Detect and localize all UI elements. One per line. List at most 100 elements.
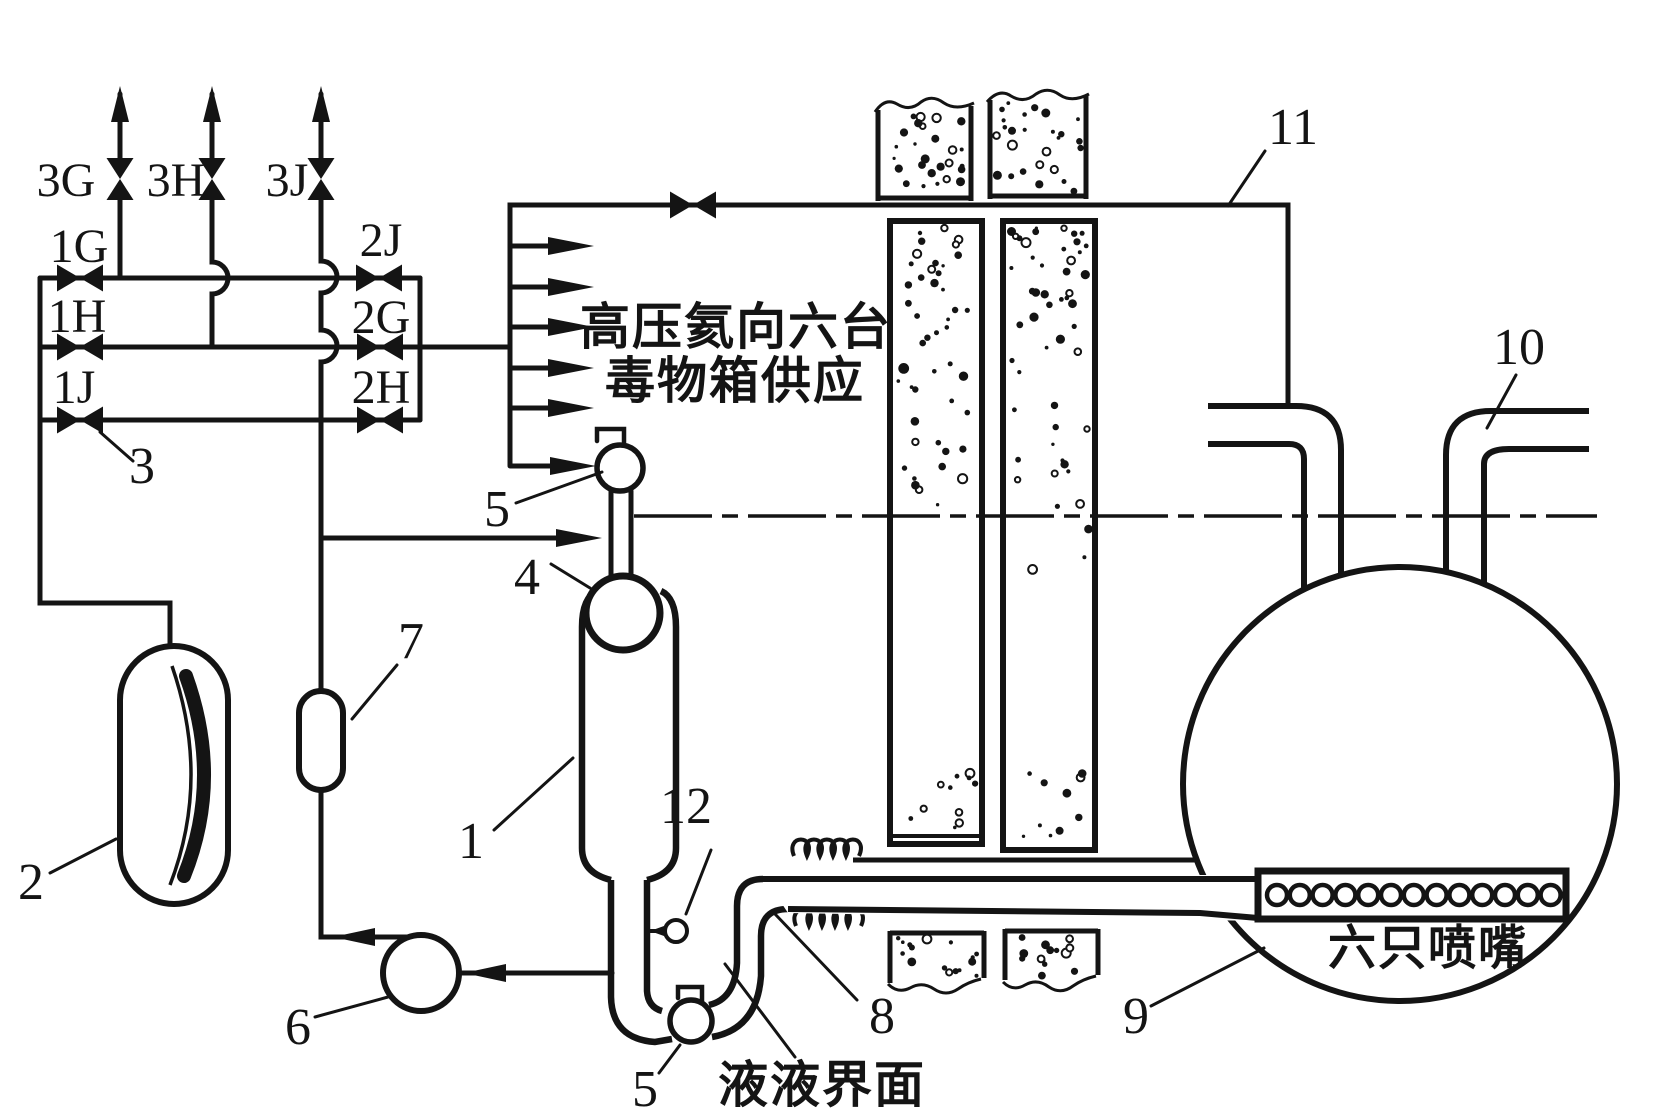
stipple-dot <box>1020 237 1032 249</box>
stipple-dot <box>905 299 912 307</box>
stipple-dot <box>919 804 928 813</box>
nozzle-hole <box>1287 882 1313 908</box>
stipple-dot <box>941 965 948 971</box>
stipple-dot <box>921 184 926 189</box>
stipple-dot <box>913 142 917 146</box>
stipple-dot <box>1058 131 1065 138</box>
stipple-dot <box>932 259 939 267</box>
stipple-dot <box>1001 118 1006 123</box>
stipple-dot <box>1080 270 1090 280</box>
stipple-dot <box>899 363 909 373</box>
stipple-dot <box>992 131 1001 140</box>
stipple-dot <box>970 955 975 960</box>
stipple-dot <box>900 951 905 956</box>
stipple-dot <box>908 816 914 821</box>
stipple-dot <box>1050 469 1059 478</box>
stipple-dot <box>1048 833 1053 838</box>
part-number-3: 3 <box>129 438 155 495</box>
stipple-dot <box>931 134 940 143</box>
stipple-dot <box>936 780 945 789</box>
stipple-dot <box>1062 267 1071 276</box>
stipple-dot <box>910 113 917 120</box>
stipple-dot <box>951 240 961 249</box>
stipple-dot <box>942 175 951 184</box>
part-number-7: 7 <box>398 613 424 670</box>
nozzle-hole <box>1355 882 1381 908</box>
stipple-dot <box>974 973 979 978</box>
stipple-dot <box>1030 255 1035 260</box>
stipple-dot <box>992 170 1002 180</box>
nozzle-hole <box>1333 882 1358 908</box>
flow-arrowhead <box>464 964 506 982</box>
stipple-dot <box>1029 312 1039 322</box>
stipple-dot <box>945 968 954 977</box>
stipple-dot <box>1079 230 1085 236</box>
stipple-dot <box>1083 243 1089 249</box>
stipple-dot <box>954 808 964 817</box>
stipple-dot <box>1076 117 1080 122</box>
stipple-dot <box>1037 823 1042 828</box>
stipple-dot <box>949 398 955 404</box>
stipple-dot <box>957 968 962 973</box>
stipple-dot <box>954 818 964 828</box>
stipple-dot <box>938 462 946 471</box>
valve-bowtie <box>356 264 379 292</box>
stipple-dot <box>959 163 965 169</box>
part-number-9: 9 <box>1123 988 1149 1045</box>
flow-arrows <box>111 86 664 982</box>
stipple-dot <box>948 940 954 945</box>
stipple-dot <box>1071 230 1078 237</box>
flowmeter-5-bottom <box>667 997 715 1045</box>
stipple-dot <box>957 473 969 485</box>
stipple-dot <box>941 264 945 268</box>
stipple-dot <box>927 169 936 178</box>
stipple-dot <box>909 385 914 389</box>
flow-arrowhead <box>111 86 129 122</box>
valve-label-3j: 3J <box>266 154 309 207</box>
pump-6 <box>380 932 462 1014</box>
stipple-dot <box>935 181 940 186</box>
stipple-dot <box>1075 499 1085 509</box>
stipple-dot <box>1061 179 1067 184</box>
stipple-dot <box>912 386 919 393</box>
valve-bowtie <box>357 333 380 361</box>
valve-label-3g: 3G <box>37 154 96 207</box>
stipple-dot <box>914 313 920 319</box>
stipple-dot <box>941 287 945 292</box>
stipple-dot <box>1052 423 1059 431</box>
stipple-dot <box>1041 940 1050 950</box>
vessels <box>117 442 789 1046</box>
stipple-dot <box>917 274 925 281</box>
loop-down-to-pump <box>318 787 412 940</box>
stipple-dot <box>918 237 926 245</box>
nozzle-hole <box>1492 882 1518 908</box>
stipple-dot <box>1008 173 1015 180</box>
nozzle-hole <box>1447 882 1472 908</box>
stipple-texture <box>892 101 1093 980</box>
stipple-dot <box>940 223 949 233</box>
stipple-dot <box>934 330 939 336</box>
stipple-dot <box>956 177 965 187</box>
stipple-dot <box>1070 187 1078 195</box>
stipple-dot <box>1054 503 1060 509</box>
stipple-dot <box>924 334 931 341</box>
stipple-dot <box>1066 469 1071 474</box>
flow-arrowhead <box>548 237 594 255</box>
stipple-dot <box>1002 125 1008 130</box>
stipple-dot <box>954 251 962 259</box>
stipple-dot <box>948 785 953 790</box>
stipple-dot <box>964 409 971 416</box>
stipple-dot <box>930 278 939 288</box>
valve-bowtie <box>57 406 80 434</box>
stipple-dot <box>1009 357 1015 364</box>
flow-arrowhead <box>548 399 594 417</box>
stipple-dot <box>1053 947 1060 954</box>
stipple-dot <box>947 145 958 155</box>
stipple-dot <box>1017 370 1022 375</box>
manifold-piping <box>37 91 1291 1007</box>
stipple-dot <box>951 306 959 314</box>
part-number-2: 2 <box>18 854 44 911</box>
stipple-dot <box>1059 297 1064 302</box>
